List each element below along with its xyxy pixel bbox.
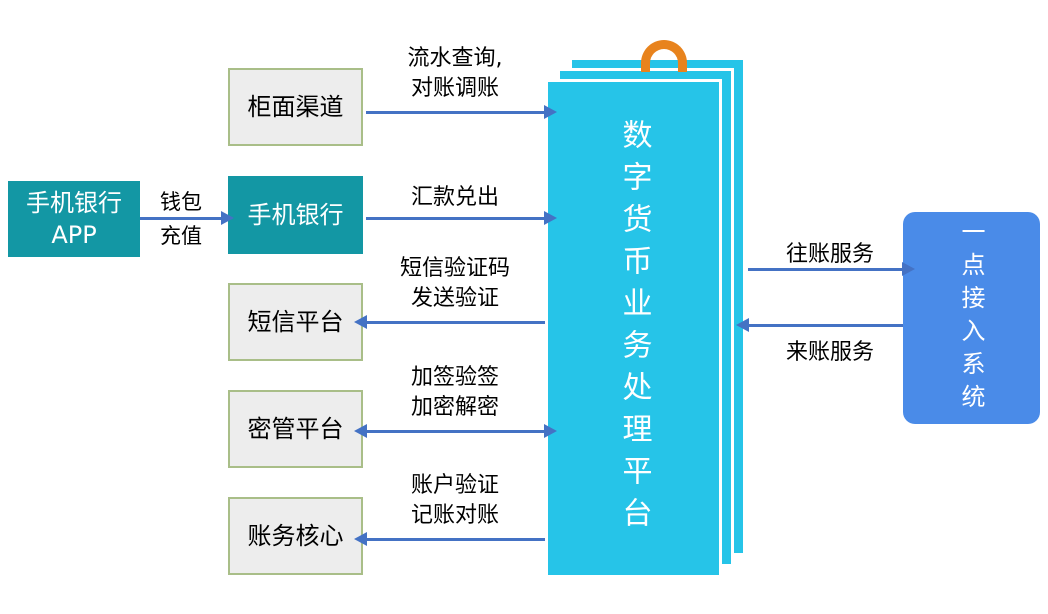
node-key-management-platform-label: 密管平台 bbox=[247, 415, 344, 443]
edge-label-sign-encrypt: 加签验签 加密解密 bbox=[380, 363, 530, 423]
edge-label-line: 来账服务 bbox=[785, 340, 874, 365]
edge-label-outgoing-service: 往账服务 bbox=[768, 240, 892, 270]
node-key-management-platform: 密管平台 bbox=[228, 390, 363, 468]
binder-clip-icon bbox=[641, 40, 687, 72]
node-accounting-core-label: 账务核心 bbox=[247, 522, 344, 550]
arrow-counter-to-platform bbox=[366, 105, 557, 119]
edge-label-line: 汇款兑出 bbox=[410, 185, 499, 210]
node-mobile-banking-app: 手机银行 APP bbox=[8, 181, 140, 257]
node-sms-platform-label: 短信平台 bbox=[247, 308, 344, 336]
arrow-platform-to-accounting bbox=[354, 532, 545, 546]
edge-label-line: 记账对账 bbox=[410, 503, 499, 528]
edge-label-line: 发送验证 bbox=[410, 286, 499, 311]
edge-label-wallet-topup: 钱包 充值 bbox=[138, 186, 224, 252]
edge-label-flow-query: 流水查询, 对账调账 bbox=[380, 44, 530, 104]
edge-label-line: 充值 bbox=[160, 224, 202, 248]
edge-label-sms-verification: 短信验证码 发送验证 bbox=[375, 254, 535, 314]
edge-label-line: 对账调账 bbox=[410, 76, 499, 101]
arrow-platform-keymgmt-bidirectional bbox=[354, 424, 557, 438]
arrow-app-to-mobile-banking bbox=[140, 211, 234, 225]
arrow-platform-to-sms bbox=[354, 315, 545, 329]
arrow-access-system-to-platform bbox=[736, 318, 903, 332]
node-counter-channel: 柜面渠道 bbox=[228, 68, 363, 146]
node-sms-platform: 短信平台 bbox=[228, 283, 363, 361]
arrow-platform-to-access-system bbox=[748, 262, 915, 276]
node-accounting-core: 账务核心 bbox=[228, 497, 363, 575]
node-single-point-access-system-label: 一点接入系统 bbox=[957, 219, 985, 417]
edge-label-line: 钱包 bbox=[160, 190, 202, 214]
edge-label-remittance: 汇款兑出 bbox=[380, 183, 530, 213]
edge-label-line: 加签验签 bbox=[410, 365, 499, 390]
edge-label-line: 账户验证 bbox=[410, 473, 499, 498]
node-counter-channel-label: 柜面渠道 bbox=[247, 93, 344, 121]
edge-label-incoming-service: 来账服务 bbox=[768, 338, 892, 368]
node-mobile-banking: 手机银行 bbox=[228, 176, 363, 254]
edge-label-line: 加密解密 bbox=[410, 395, 499, 420]
edge-label-line: 往账服务 bbox=[785, 242, 874, 267]
arrow-mobile-banking-to-platform bbox=[366, 211, 557, 225]
edge-label-account-verification: 账户验证 记账对账 bbox=[380, 471, 530, 531]
node-digital-currency-platform-label: 数字货币业务处理平台 bbox=[616, 118, 652, 539]
node-mobile-banking-app-label-line1: 手机银行 bbox=[26, 189, 122, 217]
node-digital-currency-platform: 数字货币业务处理平台 bbox=[545, 79, 722, 578]
node-single-point-access-system: 一点接入系统 bbox=[903, 212, 1040, 424]
edge-label-line: 流水查询, bbox=[407, 46, 503, 71]
edge-label-line: 短信验证码 bbox=[399, 256, 510, 281]
node-mobile-banking-app-label-line2: APP bbox=[51, 221, 97, 249]
node-mobile-banking-label: 手机银行 bbox=[247, 201, 344, 229]
